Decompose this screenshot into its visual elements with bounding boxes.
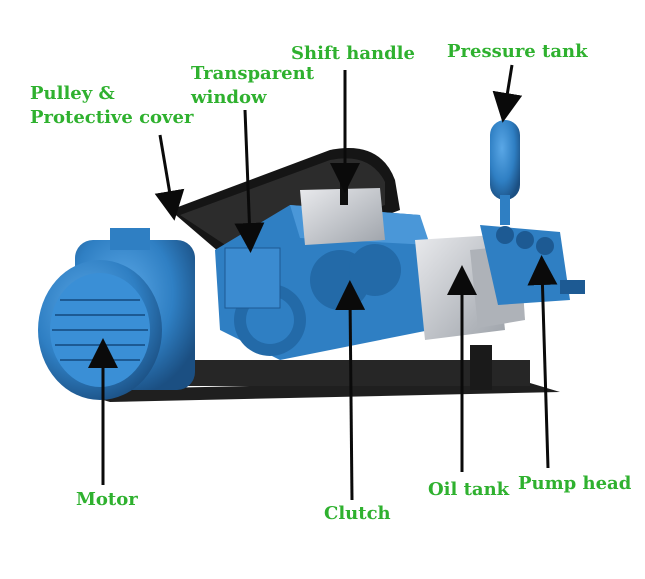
label-transparent-window: Transparent window	[191, 62, 314, 110]
label-motor: Motor	[76, 489, 138, 510]
pressure-tank	[490, 120, 520, 225]
label-pump-head: Pump head	[518, 473, 632, 494]
label-oil-tank: Oil tank	[428, 479, 510, 500]
arrow-pumphead	[527, 255, 558, 469]
label-window-line1: Transparent	[191, 63, 315, 84]
label-pulley-protective-cover: Pulley & Protective cover	[30, 82, 193, 130]
arrow-pulley	[154, 134, 185, 221]
label-pulley-line1: Pulley &	[30, 83, 115, 104]
arrow-pressure	[492, 64, 523, 123]
pump-head-body	[480, 225, 585, 305]
callout-arrows	[88, 64, 558, 501]
label-pulley-line2: Protective cover	[30, 107, 194, 128]
arrow-clutch	[335, 280, 366, 501]
arrow-window	[234, 109, 265, 253]
label-clutch: Clutch	[324, 503, 391, 524]
label-window-line2: window	[191, 87, 267, 108]
motor-body	[38, 228, 195, 400]
label-pressure-tank: Pressure tank	[447, 41, 588, 62]
label-shift-handle: Shift handle	[291, 43, 415, 64]
